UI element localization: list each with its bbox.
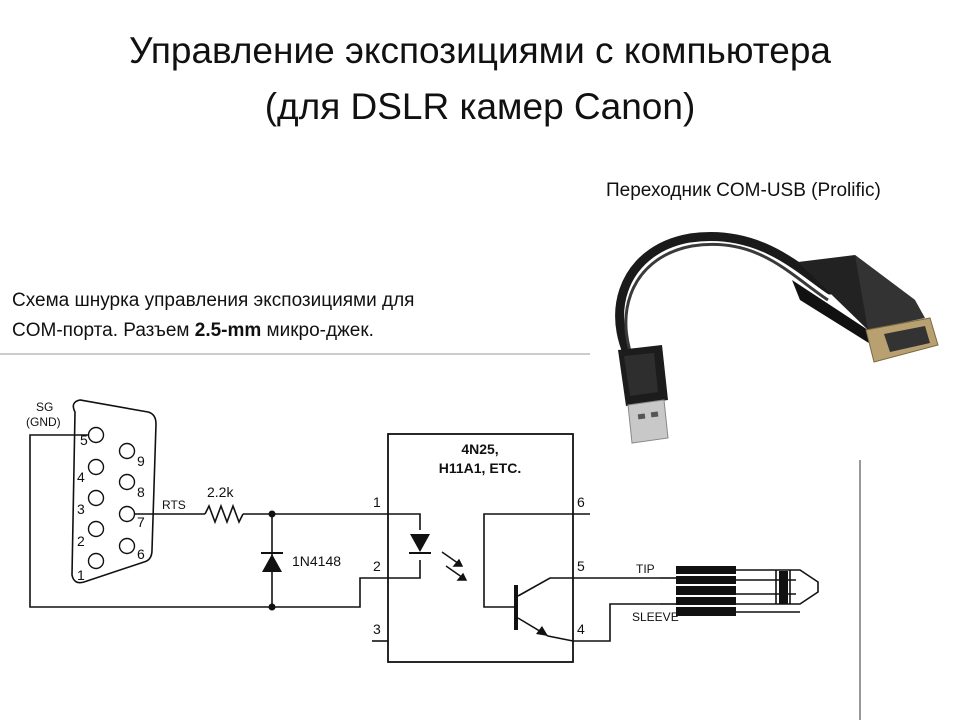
chip-pin-3: 3 xyxy=(373,621,381,637)
chip-outline xyxy=(387,433,574,663)
page-title: Управление экспозициями с компьютера xyxy=(129,30,831,71)
schema-caption-jack-size: 2.5-mm xyxy=(194,320,262,341)
schema-caption-line2-prefix: COM-порта. Разъем xyxy=(12,320,195,341)
rts-label: RTS xyxy=(162,498,186,512)
chip-pin-4: 4 xyxy=(577,621,585,637)
sg-label: SG xyxy=(36,400,53,414)
chip-label-line2: H11A1, ETC. xyxy=(439,460,521,476)
usb-plug xyxy=(618,345,669,444)
resistor-label: 2.2k xyxy=(207,484,234,500)
led-triangle xyxy=(410,534,430,552)
pin-label-4: 4 xyxy=(77,469,85,485)
jack-plug-symbol: TIP SLEEVE xyxy=(632,562,819,624)
pin-label-9: 9 xyxy=(137,453,145,469)
db9-pin-8 xyxy=(118,473,136,491)
db9-pin-1 xyxy=(87,552,105,570)
emitter-arrow xyxy=(536,626,548,636)
chip-pin-5: 5 xyxy=(577,558,585,574)
chip-pin-1: 1 xyxy=(373,494,381,510)
schema-caption-line2-suffix: микро-джек. xyxy=(261,320,374,341)
light-arrows xyxy=(441,551,468,581)
optocoupler-chip: 4N25, H11A1, ETC. 1 2 3 6 5 4 xyxy=(373,433,585,663)
db9-outline xyxy=(71,399,157,584)
diode-1n4148-symbol xyxy=(261,552,283,572)
pin-label-7: 7 xyxy=(137,514,145,530)
chip-pin-2: 2 xyxy=(373,558,381,574)
db9-plug xyxy=(792,255,939,363)
adapter-cable xyxy=(615,232,835,380)
db9-connector-symbol: 5 4 3 2 1 9 8 7 6 SG (GND) xyxy=(26,399,157,584)
schema-caption-line1: Схема шнурка управления экспозициями для xyxy=(12,290,415,311)
chip-pin-6: 6 xyxy=(577,494,585,510)
circuit-wires xyxy=(29,434,660,642)
pin-label-6: 6 xyxy=(137,546,145,562)
db9-pin-2 xyxy=(87,520,105,538)
usb-com-adapter-picture xyxy=(615,232,939,444)
junction-bottom xyxy=(268,603,276,611)
jack-sleeve-label: SLEEVE xyxy=(632,610,679,624)
pin-label-8: 8 xyxy=(137,484,145,500)
pin-label-1: 1 xyxy=(77,567,85,583)
page-subtitle: (для DSLR камер Canon) xyxy=(264,86,696,127)
gnd-label: (GND) xyxy=(26,415,61,429)
diode-label: 1N4148 xyxy=(292,553,341,569)
pin-label-5: 5 xyxy=(80,432,88,448)
phototransistor xyxy=(483,513,574,642)
db9-pin-3 xyxy=(87,489,105,507)
pin-label-3: 3 xyxy=(77,501,85,517)
schema-caption: Схема шнурка управления экспозициями для… xyxy=(12,286,572,346)
pin-label-2: 2 xyxy=(77,533,85,549)
db9-pin-5 xyxy=(87,426,105,444)
adapter-cable-highlight xyxy=(624,243,829,376)
junction-top xyxy=(268,510,276,518)
db9-pin-4 xyxy=(87,458,105,476)
db9-pin-7 xyxy=(118,505,136,523)
db9-pin-6 xyxy=(118,537,136,555)
chip-label-line1: 4N25, xyxy=(461,441,498,457)
jack-body xyxy=(676,566,736,616)
adapter-caption: Переходник COM-USB (Prolific) xyxy=(606,180,881,201)
jack-tip-label: TIP xyxy=(636,562,655,576)
db9-pin-9 xyxy=(118,442,136,460)
